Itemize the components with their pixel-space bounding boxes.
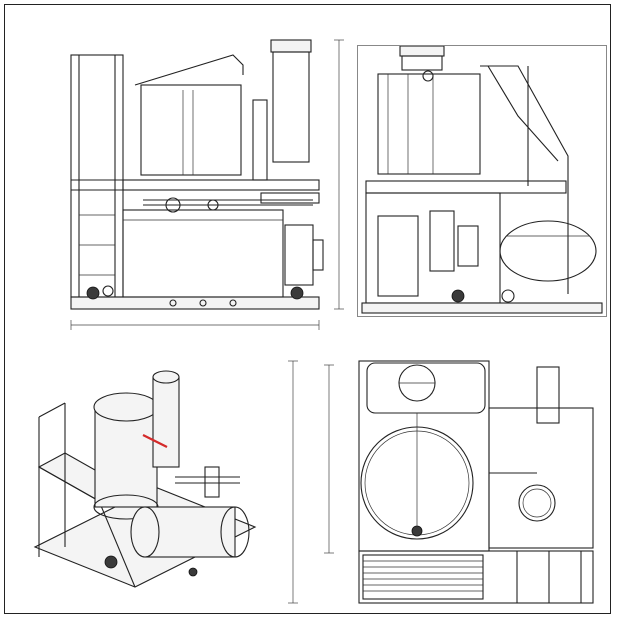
drawing-sheet bbox=[4, 4, 611, 614]
iso-vertical-tank bbox=[94, 406, 158, 508]
side-elevation-drawing bbox=[361, 46, 603, 314]
plan-grating bbox=[363, 560, 483, 592]
plan-skid bbox=[358, 360, 490, 552]
motor bbox=[290, 286, 304, 300]
plan-pump bbox=[518, 484, 556, 522]
stack-cap bbox=[399, 46, 445, 57]
isometric-view bbox=[25, 357, 269, 595]
base-skid bbox=[361, 302, 603, 314]
filter-housing bbox=[377, 215, 419, 297]
stair-rail bbox=[480, 65, 569, 294]
front-elevation-drawing bbox=[70, 39, 344, 330]
plan-view bbox=[287, 353, 607, 609]
base-skid bbox=[70, 296, 320, 310]
stack bbox=[272, 51, 310, 163]
isometric-drawing bbox=[33, 370, 257, 588]
deck bbox=[122, 179, 320, 191]
side-elevation-view bbox=[357, 45, 607, 317]
iso-red-pipe bbox=[142, 434, 168, 448]
plan-equipment bbox=[488, 407, 594, 549]
upper-tank bbox=[377, 73, 481, 175]
pump-housing bbox=[284, 224, 314, 286]
stack-cap bbox=[270, 39, 312, 53]
sight-gauge bbox=[252, 99, 268, 181]
hood-top bbox=[134, 54, 244, 86]
plan-walkway bbox=[358, 550, 594, 604]
iso-horizontal-tank bbox=[144, 506, 236, 558]
iso-stack bbox=[152, 376, 180, 468]
plan-drawing bbox=[288, 360, 594, 604]
main-tank bbox=[122, 209, 284, 298]
front-elevation-view bbox=[63, 35, 355, 355]
tank-upper bbox=[140, 84, 242, 176]
horizontal-tank bbox=[499, 220, 597, 282]
platform-deck bbox=[365, 180, 567, 194]
